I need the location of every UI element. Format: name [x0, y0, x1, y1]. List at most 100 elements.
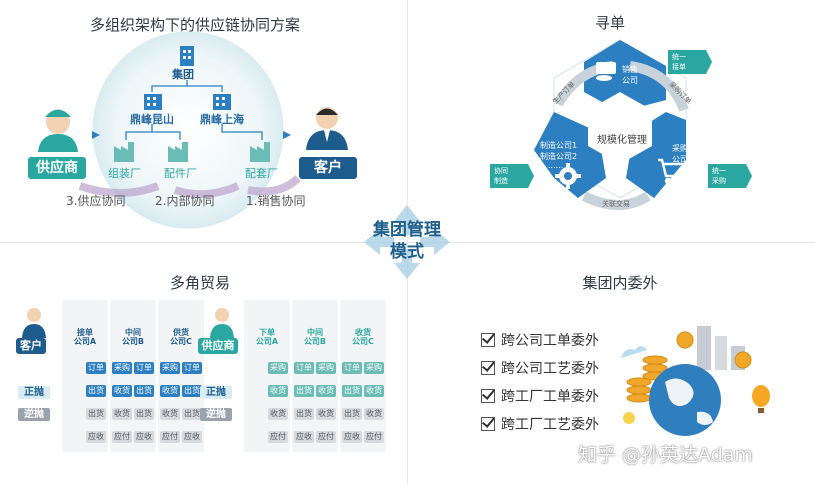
- q3-right-cell: 应收: [294, 431, 314, 443]
- q3-left-company-header: 中间 公司B: [121, 328, 145, 346]
- outsource-item-3: 跨工厂工单委外: [481, 386, 599, 406]
- assembly-plant-icon: [114, 142, 134, 162]
- mfg3-label: ......: [548, 161, 564, 170]
- arc-bottom-label: 关联交易: [602, 200, 630, 208]
- center-title-line1: 集团管理: [373, 220, 441, 240]
- q3-right-cell: 出货: [294, 408, 314, 420]
- supplier-person-icon: [38, 109, 78, 152]
- q3-left-cell: 应付: [160, 431, 180, 443]
- checkbox-icon: [481, 417, 495, 431]
- q3-left-cell: 应收: [86, 431, 106, 443]
- q3-right-cell: 采购: [268, 362, 288, 374]
- q3-left-cell: 出货: [134, 385, 154, 397]
- q3-right-cell: 收货: [316, 385, 336, 397]
- q3-right-column-panel: [244, 300, 290, 452]
- q3-left-actor-badge: 客户: [16, 338, 46, 354]
- horizontal-divider: [0, 242, 815, 243]
- q3-left-company-header: 供货 公司C: [170, 328, 192, 346]
- q3-left-cell: 收货: [112, 408, 132, 420]
- q3-right-column-panel: [340, 300, 386, 452]
- q3-left-cell: 出货: [86, 385, 106, 397]
- q1-title: 多组织架构下的供应链协同方案: [89, 16, 300, 34]
- q3-left-forward-label: 正抛: [18, 386, 50, 399]
- gear-icon: [555, 163, 581, 189]
- q4-title: 集团内委外: [582, 274, 658, 292]
- step2-label: 2.内部协同: [155, 194, 215, 208]
- q3-right-cell: 出货: [342, 385, 362, 397]
- center-title-line2: 模式: [390, 242, 424, 262]
- checkbox-icon: [481, 361, 495, 375]
- customer-person-icon: [306, 107, 348, 150]
- q1-diagram: [38, 31, 348, 229]
- q3-left-cell: 应收: [182, 431, 202, 443]
- org-right-label: 鼎峰上海: [200, 113, 244, 126]
- tag-order-shape: [668, 50, 712, 74]
- q3-left-column-panel: [158, 300, 204, 452]
- q3-right-cell: 应付: [316, 431, 336, 443]
- q3-left-cell: 订单: [182, 362, 202, 374]
- q3-right-cell: 订单: [342, 362, 362, 374]
- q3-left-cell: 订单: [134, 362, 154, 374]
- group-label: 集团: [172, 68, 194, 81]
- tag-order-label: 统一 接单: [672, 53, 686, 71]
- tag-make-label: 协同 制造: [494, 167, 508, 185]
- plant1-label: 组装厂: [108, 167, 141, 180]
- money-icon: [596, 62, 616, 81]
- q3-right-forward-label: 正抛: [200, 386, 232, 399]
- customer-badge: 客户: [299, 157, 357, 179]
- purchase-company-label: 采购 公司: [672, 144, 688, 164]
- step3-label: 3.供应协同: [66, 194, 126, 208]
- org-left-label: 鼎峰昆山: [130, 113, 174, 126]
- q3-supplier-person-icon: [210, 308, 234, 338]
- step1-label: 1.销售协同: [246, 194, 306, 208]
- q3-left-cell: 收货: [112, 385, 132, 397]
- q3-left-cell: 出货: [134, 408, 154, 420]
- group-building-icon: [180, 46, 194, 66]
- cart-icon: [658, 158, 687, 185]
- globe-business-illustration: [621, 326, 770, 436]
- plant2-label: 配件厂: [164, 167, 197, 180]
- q3-right-cell: 出货: [342, 408, 362, 420]
- mfg1-label: 制造公司1: [540, 141, 578, 150]
- center-emblem: 集团管理 模式: [362, 203, 452, 281]
- q3-right-company-header: 下单 公司A: [255, 328, 279, 346]
- q3-right-actor-badge: 供应商: [198, 338, 238, 354]
- q3-title: 多角贸易: [169, 274, 230, 292]
- balloon-icon: [752, 385, 770, 413]
- q3-left-reverse-label: 逆抛: [18, 408, 50, 421]
- plant3-label: 配套厂: [245, 167, 278, 180]
- q3-left-cell: 应付: [112, 431, 132, 443]
- q3-right-column-panel: [292, 300, 338, 452]
- tag-buy-shape: [708, 164, 752, 188]
- matching-plant-icon: [250, 142, 270, 162]
- sales-company-label: 销售 公司: [622, 65, 638, 85]
- outsource-item-2: 跨公司工艺委外: [481, 358, 599, 378]
- q3-left-cell: 应收: [134, 431, 154, 443]
- q3-left-cell: 出货: [86, 408, 106, 420]
- q3-left-cell: 出货: [182, 385, 202, 397]
- q3-right-cell: 出货: [294, 385, 314, 397]
- bulb-icon: [623, 412, 635, 424]
- q3-left-cell: 收货: [160, 385, 180, 397]
- q3-right-cell: 订单: [294, 362, 314, 374]
- sales-lobe: [584, 40, 666, 112]
- q3-left-column-panel: [62, 300, 108, 452]
- q3-left-cell: 订单: [86, 362, 106, 374]
- tag-make-shape: [490, 164, 534, 188]
- q2-hex-diagram: [490, 39, 752, 210]
- checkbox-icon: [481, 333, 495, 347]
- q3-left-column-panel: [110, 300, 156, 452]
- q2-center-label: 规模化管理: [597, 135, 647, 146]
- mfg2-label: 制造公司2: [540, 152, 578, 161]
- q3-right-cell: 收货: [364, 385, 384, 397]
- q3-right-cell: 收货: [268, 408, 288, 420]
- cloud-icon: [621, 346, 647, 358]
- q3-right-cell: 收货: [364, 408, 384, 420]
- q3-right-reverse-label: 逆抛: [200, 408, 232, 421]
- checkbox-icon: [481, 389, 495, 403]
- q3-right-cell: 采购: [364, 362, 384, 374]
- supplier-badge: 供应商: [28, 157, 86, 179]
- tag-buy-label: 统一 采购: [712, 167, 726, 185]
- q2-title: 寻单: [594, 14, 625, 32]
- watermark: 知乎 @孙英达Adam: [578, 444, 753, 466]
